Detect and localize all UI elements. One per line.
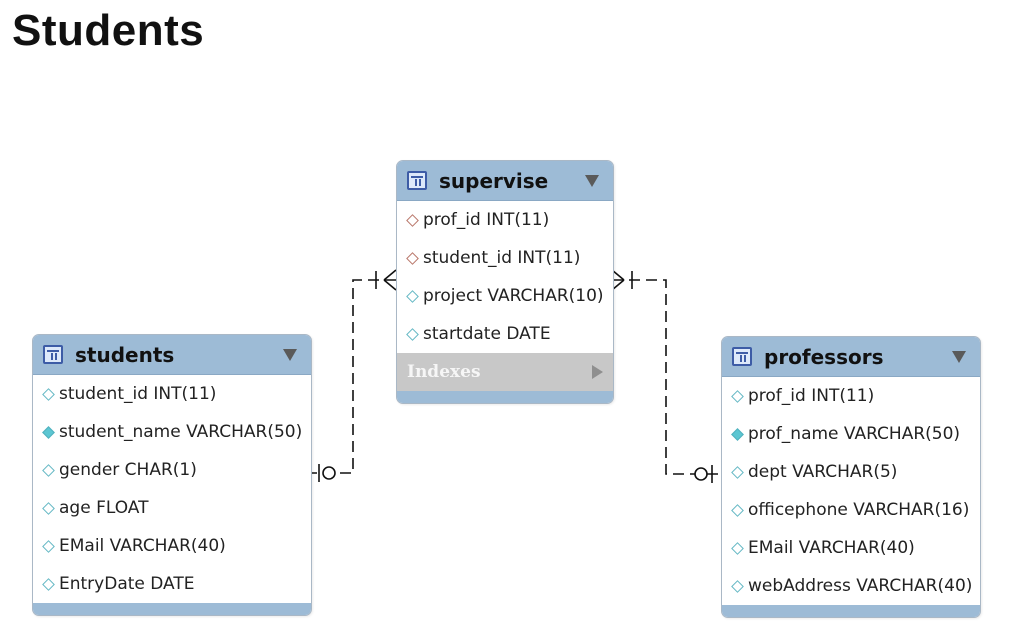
column-row[interactable]: prof_id INT(11) (722, 377, 980, 415)
table-icon (407, 171, 427, 190)
column-label: prof_name VARCHAR(50) (748, 424, 961, 444)
column-row[interactable]: webAddress VARCHAR(40) (722, 567, 980, 605)
column-row[interactable]: officephone VARCHAR(16) (722, 491, 980, 529)
indexes-section[interactable]: Indexes (397, 353, 613, 391)
column-label: webAddress VARCHAR(40) (748, 576, 973, 596)
table-name: professors (764, 344, 884, 369)
table-name: students (75, 342, 175, 367)
page-title: Students (12, 6, 205, 55)
table-students[interactable]: students student_id INT(11) student_name… (32, 334, 312, 616)
column-row[interactable]: prof_id INT(11) (397, 201, 613, 239)
column-row[interactable]: EMail VARCHAR(40) (33, 527, 311, 565)
column-label: student_id INT(11) (423, 248, 581, 268)
column-icon (406, 289, 419, 303)
table-header[interactable]: supervise (397, 161, 613, 201)
column-label: student_name VARCHAR(50) (59, 422, 303, 442)
column-icon (406, 327, 419, 341)
table-footer (397, 391, 613, 403)
column-icon (42, 501, 55, 515)
table-supervise[interactable]: supervise prof_id INT(11) student_id INT… (396, 160, 614, 404)
column-label: EntryDate DATE (59, 574, 195, 594)
column-label: age FLOAT (59, 498, 149, 518)
column-row[interactable]: student_id INT(11) (33, 375, 311, 413)
relationship-supervise-students (310, 279, 396, 474)
table-header[interactable]: students (33, 335, 311, 375)
column-icon (42, 463, 55, 477)
column-icon (731, 579, 744, 593)
column-label: project VARCHAR(10) (423, 286, 604, 306)
column-label: gender CHAR(1) (59, 460, 197, 480)
foreign-key-icon (406, 213, 419, 227)
column-label: officephone VARCHAR(16) (748, 500, 970, 520)
table-header[interactable]: professors (722, 337, 980, 377)
column-label: EMail VARCHAR(40) (748, 538, 915, 558)
column-label: prof_id INT(11) (748, 386, 875, 406)
column-label: student_id INT(11) (59, 384, 217, 404)
column-icon (42, 539, 55, 553)
table-footer (722, 605, 980, 617)
column-row[interactable]: project VARCHAR(10) (397, 277, 613, 315)
column-label: startdate DATE (423, 324, 551, 344)
column-icon (42, 577, 55, 591)
column-row[interactable]: dept VARCHAR(5) (722, 453, 980, 491)
column-row[interactable]: student_name VARCHAR(50) (33, 413, 311, 451)
collapse-arrow-icon[interactable] (585, 174, 599, 187)
column-label: prof_id INT(11) (423, 210, 550, 230)
column-icon (42, 387, 55, 401)
not-null-column-icon (42, 425, 55, 439)
table-icon (43, 345, 63, 364)
table-name: supervise (439, 168, 549, 193)
not-null-column-icon (731, 427, 744, 441)
collapse-arrow-icon[interactable] (952, 350, 966, 363)
column-row[interactable]: gender CHAR(1) (33, 451, 311, 489)
column-label: dept VARCHAR(5) (748, 462, 898, 482)
column-label: EMail VARCHAR(40) (59, 536, 226, 556)
table-footer (33, 603, 311, 615)
column-icon (731, 503, 744, 517)
table-professors[interactable]: professors prof_id INT(11) prof_name VAR… (721, 336, 981, 618)
relationship-supervise-professors (612, 279, 721, 475)
column-row[interactable]: EntryDate DATE (33, 565, 311, 603)
column-row[interactable]: EMail VARCHAR(40) (722, 529, 980, 567)
column-row[interactable]: startdate DATE (397, 315, 613, 353)
column-icon (731, 541, 744, 555)
column-row[interactable]: student_id INT(11) (397, 239, 613, 277)
table-icon (732, 347, 752, 366)
column-row[interactable]: prof_name VARCHAR(50) (722, 415, 980, 453)
expand-arrow-icon[interactable] (592, 365, 603, 379)
indexes-label: Indexes (407, 362, 481, 382)
collapse-arrow-icon[interactable] (283, 348, 297, 361)
column-icon (731, 389, 744, 403)
column-icon (731, 465, 744, 479)
column-row[interactable]: age FLOAT (33, 489, 311, 527)
foreign-key-icon (406, 251, 419, 265)
